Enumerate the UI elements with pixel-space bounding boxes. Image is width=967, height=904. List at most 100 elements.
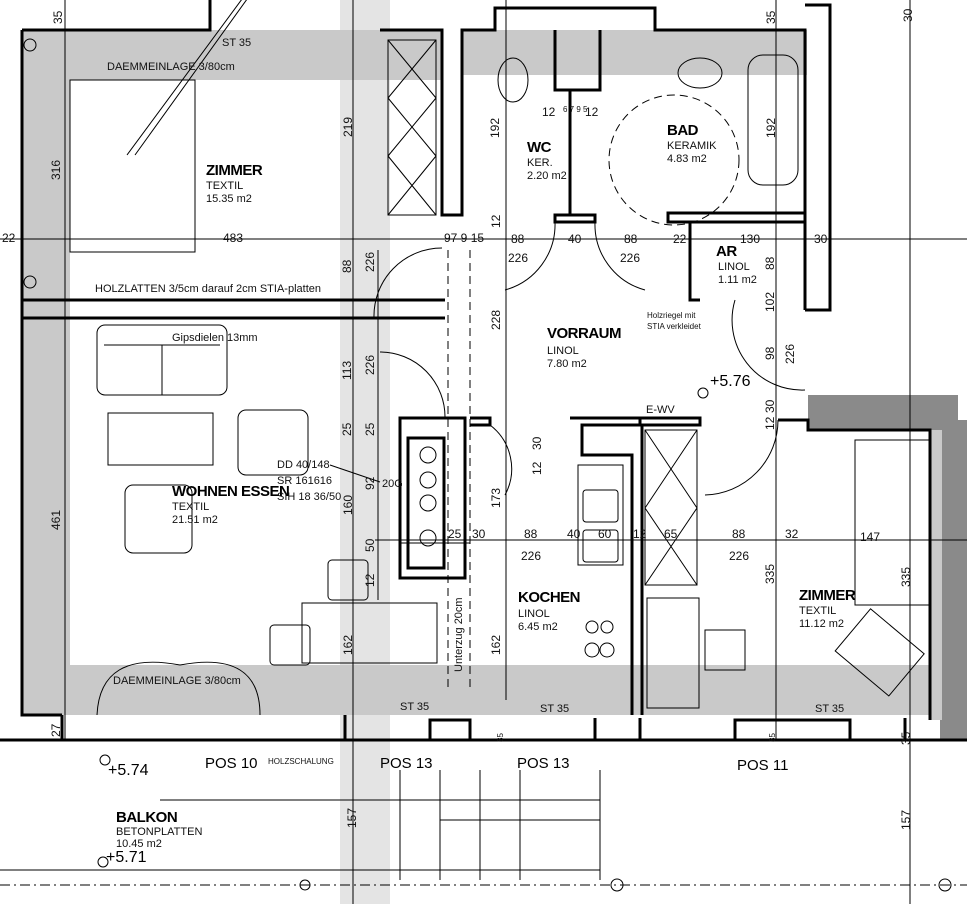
- level-balkon: +5.71: [106, 849, 147, 866]
- dim-label: 88: [340, 259, 354, 273]
- room-floor: LINOL: [718, 261, 750, 273]
- dim-label: 85: [496, 733, 505, 742]
- room-name: BAD: [667, 122, 699, 139]
- dim-label: 226: [508, 251, 528, 265]
- dimension-labels: 35 316 219 483 22 88 226 97 9 15 113 226…: [2, 8, 915, 830]
- room-area: 2.20 m2: [527, 170, 567, 182]
- annotations: DAEMMEINLAGE 3/80cm DAEMMEINLAGE 3/80cm …: [95, 37, 844, 766]
- note-chimney-dd: DD 40/148: [277, 459, 330, 471]
- dim-label: 25: [340, 422, 354, 436]
- room-name: VORRAUM: [547, 325, 621, 342]
- room-ar: AR LINOL 1.11 m2: [716, 243, 757, 286]
- dim-label: 22: [2, 231, 16, 245]
- dim-label: 65: [664, 527, 678, 541]
- dim-label: 30: [530, 436, 544, 450]
- dim-label: 88: [763, 256, 777, 270]
- note-st35: ST 35: [400, 701, 429, 713]
- room-floor: KERAMIK: [667, 140, 717, 152]
- dim-label: 98: [763, 346, 777, 360]
- scan-shade-band: [340, 0, 390, 904]
- room-name: BALKON: [116, 809, 177, 826]
- dim-label: 316: [49, 160, 63, 180]
- dim-label: 12: [530, 461, 544, 475]
- dim-label: 226: [363, 252, 377, 272]
- note-chimney-20g: 20G: [382, 478, 403, 490]
- room-area: 21.51 m2: [172, 514, 218, 526]
- dim-label: 147: [860, 530, 880, 544]
- note-holzriegel: Holzriegel mit: [647, 311, 696, 320]
- room-name: ZIMMER: [206, 162, 263, 179]
- dim-label: 483: [223, 231, 243, 245]
- dim-label: 35: [51, 10, 65, 24]
- note-st35: ST 35: [815, 703, 844, 715]
- note-st35: ST 35: [222, 37, 251, 49]
- room-area: 6.45 m2: [518, 621, 558, 633]
- dim-label: 192: [488, 118, 502, 138]
- dim-label: 157: [899, 810, 913, 830]
- pos-label: POS 10: [205, 755, 258, 772]
- room-name: WC: [527, 139, 552, 156]
- level-vorraum: +5.76: [710, 373, 751, 390]
- window-positions: POS 10 POS 13 POS 13 POS 11: [205, 755, 788, 774]
- dim-label: 40: [567, 527, 581, 541]
- dim-label: 30: [901, 8, 915, 22]
- dim-label: 335: [899, 567, 913, 587]
- dim-label: 157: [345, 808, 359, 828]
- dim-label: 335: [763, 564, 777, 584]
- room-name: KOCHEN: [518, 589, 580, 606]
- dim-label: 12: [542, 105, 556, 119]
- room-vorraum: VORRAUM LINOL 7.80 m2: [547, 325, 622, 370]
- room-area: 4.83 m2: [667, 153, 707, 165]
- note-daemmeinlage-top: DAEMMEINLAGE 3/80cm: [107, 61, 235, 73]
- room-floor: BETONPLATTEN: [116, 826, 202, 838]
- dim-label: 228: [489, 310, 503, 330]
- room-floor: TEXTIL: [799, 605, 836, 617]
- dim-label: 30: [814, 232, 828, 246]
- dim-label: 30: [472, 527, 486, 541]
- dim-label: 35: [764, 10, 778, 24]
- dim-label: 12: [585, 105, 599, 119]
- room-balkon: BALKON BETONPLATTEN 10.45 m2: [116, 809, 202, 850]
- dim-label: 130: [740, 232, 760, 246]
- dim-label: 113: [340, 361, 354, 380]
- dim-label: 162: [341, 635, 355, 655]
- door-swings: [373, 221, 806, 496]
- dim-label: 12: [489, 214, 503, 228]
- room-wohnen-essen: WOHNEN ESSEN TEXTIL 21.51 m2: [172, 483, 290, 526]
- dim-label: 12: [363, 573, 377, 587]
- dim-label: 226: [620, 251, 640, 265]
- dim-label: 25: [363, 422, 377, 436]
- dim-label: 461: [49, 510, 63, 530]
- level-terrace: +5.74: [108, 762, 149, 779]
- note-chimney-sr: SR 161616: [277, 475, 332, 487]
- dim-label: 192: [764, 118, 778, 138]
- pos-label: POS 13: [380, 755, 433, 772]
- room-name: AR: [716, 243, 737, 260]
- dim-label: 88: [511, 232, 525, 246]
- room-zimmer-1: ZIMMER TEXTIL 15.35 m2: [206, 162, 263, 205]
- note-holzschalung: HOLZSCHALUNG: [268, 757, 334, 766]
- note-st35: ST 35: [540, 703, 569, 715]
- note-unterzug: Unterzug 20cm: [453, 597, 465, 672]
- dim-label: 22: [673, 232, 687, 246]
- dim-label: 219: [341, 117, 355, 137]
- dim-label: 32: [785, 527, 799, 541]
- dim-label: 12: [763, 416, 777, 430]
- dim-label: 92: [363, 476, 377, 490]
- room-zimmer-2: ZIMMER TEXTIL 11.12 m2: [799, 587, 856, 630]
- note-chimney-sih: SIH 18 36/50: [277, 491, 341, 503]
- room-name: ZIMMER: [799, 587, 856, 604]
- dim-label: 162: [489, 635, 503, 655]
- dim-label: 35: [899, 731, 913, 745]
- room-area: 1.11 m2: [718, 274, 757, 286]
- room-floor: LINOL: [547, 345, 579, 357]
- room-floor: TEXTIL: [172, 501, 209, 513]
- dim-label: 226: [729, 549, 749, 563]
- dim-label: 12: [633, 527, 647, 541]
- note-holzlatten: HOLZLATTEN 3/5cm darauf 2cm STIA-platten: [95, 283, 321, 295]
- room-area: 11.12 m2: [799, 618, 844, 630]
- note-gipsdielen: Gipsdielen 13mm: [172, 332, 258, 344]
